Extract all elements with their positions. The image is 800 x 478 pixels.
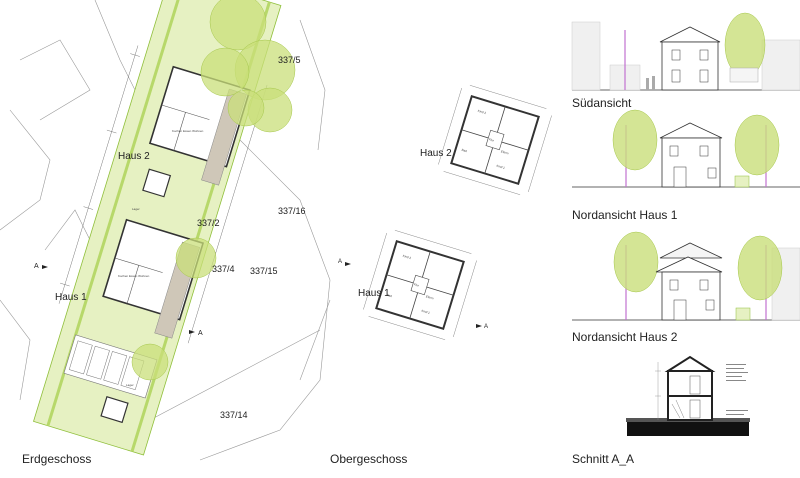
og-section-a-right: A xyxy=(484,324,488,330)
storage-2 xyxy=(142,168,172,198)
og2-flur: Flur xyxy=(488,137,494,142)
og1-flur: Flur xyxy=(413,282,419,287)
site-h1-living: Kochen Essen Wohnen xyxy=(118,274,150,278)
og2-eltern: Eltern xyxy=(500,149,509,155)
og-house-1-label: Haus 1 xyxy=(358,288,390,299)
og1-eltern: Eltern xyxy=(425,294,434,300)
caption-schnitt-a-a: Schnitt A_A xyxy=(572,452,635,466)
site-house-1-label: Haus 1 xyxy=(55,292,87,303)
site-h2-lager: Lager xyxy=(132,207,140,211)
caption-nordansicht-haus-1: Nordansicht Haus 1 xyxy=(572,208,678,222)
parcel-337-4: 337/4 xyxy=(212,264,235,274)
caption-erdgeschoss: Erdgeschoss xyxy=(22,452,92,466)
section-a-a xyxy=(626,355,750,436)
elevation-north-house-1 xyxy=(572,109,800,188)
og2-bad: Bad xyxy=(461,148,468,153)
parcel-337-14: 337/14 xyxy=(220,410,248,420)
og-house-2-label: Haus 2 xyxy=(420,148,452,159)
section-mark-a-left: A xyxy=(34,263,39,270)
context-lines xyxy=(0,0,331,461)
upper-floor-plans: Kind 2 Eltern Bad Kind 1 Flur Haus 2 Kin… xyxy=(338,85,552,340)
trees xyxy=(131,0,296,381)
og-section-a-left: A xyxy=(338,259,342,265)
caption-obergeschoss: Obergeschoss xyxy=(330,452,408,466)
caption-nordansicht-haus-2: Nordansicht Haus 2 xyxy=(572,330,678,344)
section-mark-a-right: A xyxy=(198,330,203,337)
parcel-337-15: 337/15 xyxy=(250,266,278,276)
caption-suedansicht: Südansicht xyxy=(572,96,632,110)
og-house-1: Kind 2 Eltern Bad Kind 1 Flur xyxy=(363,230,477,340)
parcel-337-16: 337/16 xyxy=(278,206,306,216)
site-h1-lager: Lager xyxy=(126,383,134,387)
elevation-north-house-2 xyxy=(572,231,800,321)
elevation-south xyxy=(571,12,800,91)
og2-kind2: Kind 2 xyxy=(477,109,487,115)
og1-bad: Bad xyxy=(386,293,393,298)
og1-kind2: Kind 2 xyxy=(402,254,412,260)
parcel-337-2: 337/2 xyxy=(197,218,220,228)
parcel-337-5: 337/5 xyxy=(278,55,301,65)
og1-kind1: Kind 1 xyxy=(421,309,431,315)
og2-kind1: Kind 1 xyxy=(496,164,506,170)
site-plan: 337/5 337/16 337/2 337/4 337/15 337/14 H… xyxy=(0,0,331,461)
og-house-2: Kind 2 Eltern Bad Kind 1 Flur xyxy=(438,85,552,195)
storage-1 xyxy=(100,396,129,424)
site-h2-living: Kochen Essen Wohnen xyxy=(172,129,204,133)
site-house-2-label: Haus 2 xyxy=(118,151,150,162)
